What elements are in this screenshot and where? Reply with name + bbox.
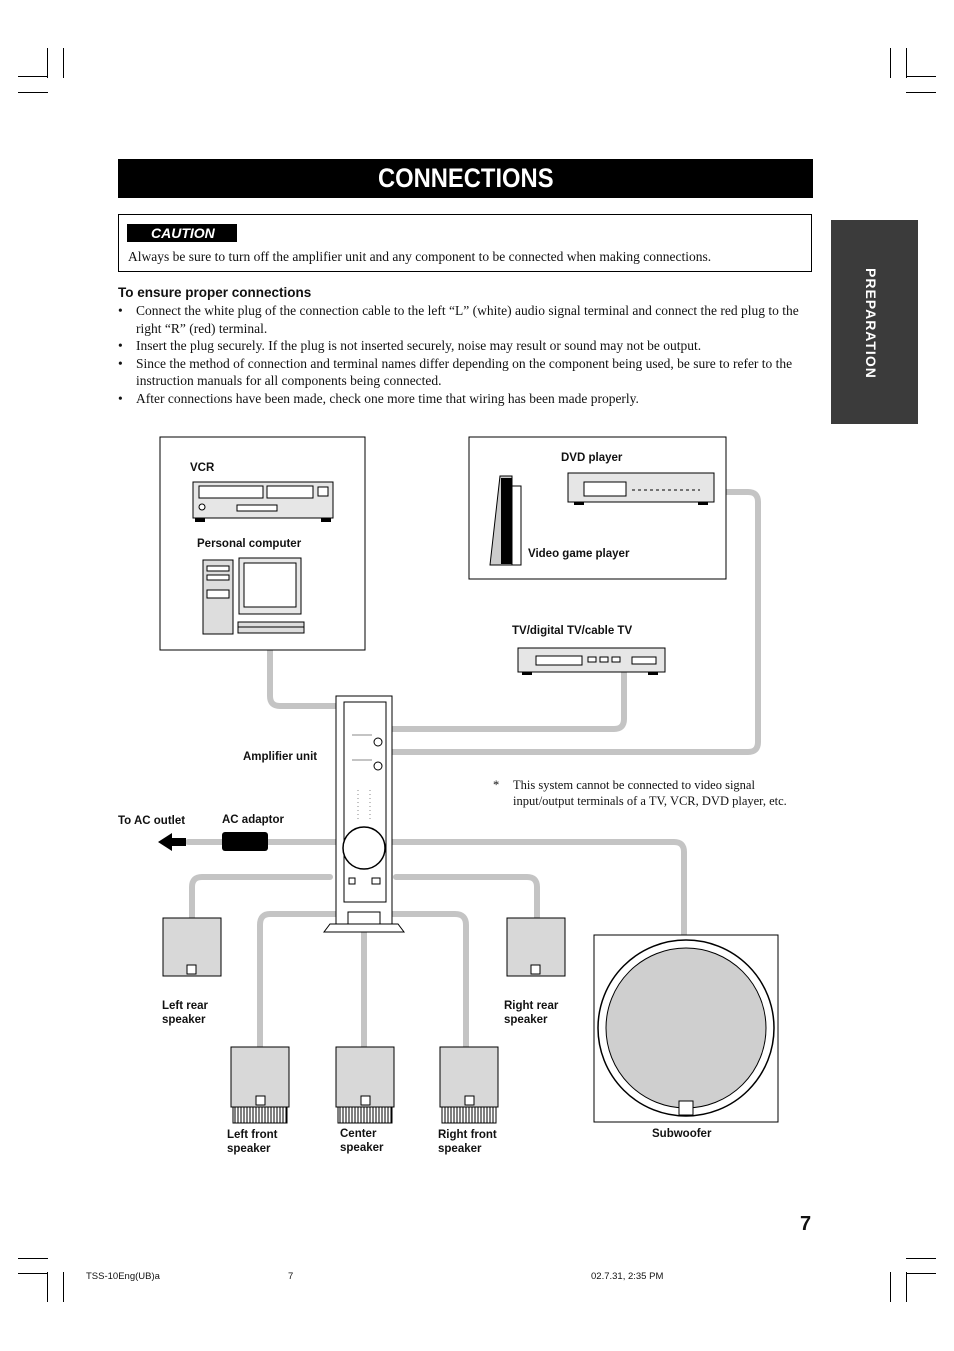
bullet-item: After connections have been made, check … bbox=[118, 390, 818, 408]
bullet-item: Connect the white plug of the connection… bbox=[118, 302, 818, 337]
ac-adaptor-label: AC adaptor bbox=[222, 814, 284, 826]
footer-middle: 7 bbox=[288, 1271, 294, 1282]
tv-label: TV/digital TV/cable TV bbox=[512, 625, 633, 637]
footer-left: TSS-10Eng(UB)a bbox=[86, 1271, 160, 1282]
left-rear-label: Left rear speaker bbox=[162, 1000, 209, 1026]
side-tab-label: PREPARATION bbox=[863, 268, 879, 379]
ac-outlet-label: To AC outlet bbox=[118, 815, 186, 827]
caution-label: CAUTION bbox=[127, 224, 237, 242]
footer-right: 02.7.31, 2:35 PM bbox=[591, 1271, 664, 1282]
personal-computer-icon bbox=[202, 557, 305, 635]
cable-subwoofer bbox=[389, 839, 687, 937]
section-side-tab: PREPARATION bbox=[831, 220, 918, 424]
crop-mark bbox=[906, 76, 936, 77]
footnote: This system cannot be connected to video… bbox=[493, 777, 813, 809]
amp-label: Amplifier unit bbox=[243, 751, 318, 763]
cable-front bbox=[257, 911, 469, 1050]
caution-text: Always be sure to turn off the amplifier… bbox=[128, 249, 712, 264]
crop-mark bbox=[63, 48, 64, 78]
caution-box: CAUTION Always be sure to turn off the a… bbox=[118, 214, 812, 272]
left-rear-speaker-icon bbox=[162, 917, 222, 977]
crop-mark bbox=[906, 92, 936, 93]
right-front-label: Right front speaker bbox=[438, 1129, 497, 1155]
crop-mark bbox=[18, 1258, 48, 1259]
left-front-speaker-icon bbox=[230, 1046, 290, 1124]
crop-mark bbox=[18, 76, 48, 77]
vcr-icon bbox=[192, 481, 334, 522]
section-heading: To ensure proper connections bbox=[118, 285, 312, 300]
subwoofer-label: Subwoofer bbox=[652, 1128, 712, 1140]
dvd-player-icon bbox=[567, 472, 715, 505]
crop-mark bbox=[63, 1272, 64, 1302]
crop-mark bbox=[47, 1272, 48, 1302]
center-speaker-icon bbox=[335, 1046, 395, 1124]
bullet-list: Connect the white plug of the connection… bbox=[118, 302, 818, 408]
dvd-label: DVD player bbox=[561, 452, 623, 464]
bullet-item: Insert the plug securely. If the plug is… bbox=[118, 337, 818, 355]
vcr-label: VCR bbox=[190, 462, 215, 474]
crop-mark bbox=[906, 1273, 936, 1274]
cable-rear bbox=[189, 874, 540, 923]
pc-label: Personal computer bbox=[197, 538, 302, 550]
center-label: Center speaker bbox=[340, 1128, 384, 1154]
subwoofer-icon bbox=[593, 934, 779, 1123]
bullet-item: Since the method of connection and termi… bbox=[118, 355, 818, 390]
crop-mark bbox=[18, 92, 48, 93]
ac-outlet-arrow-icon bbox=[158, 833, 186, 851]
page-title: CONNECTIONS bbox=[377, 163, 554, 193]
video-game-player-icon bbox=[489, 475, 522, 566]
right-front-speaker-icon bbox=[439, 1046, 499, 1124]
crop-mark bbox=[18, 1273, 48, 1274]
cable-pc-amp bbox=[267, 647, 339, 709]
crop-mark bbox=[906, 1272, 907, 1302]
page-number: 7 bbox=[800, 1213, 812, 1235]
right-rear-speaker-icon bbox=[506, 917, 566, 977]
left-front-label: Left front speaker bbox=[227, 1129, 278, 1155]
crop-mark bbox=[890, 48, 891, 78]
amplifier-unit-icon bbox=[323, 695, 405, 933]
cable-tv-amp bbox=[389, 670, 627, 732]
crop-mark bbox=[906, 48, 907, 78]
tv-tuner-icon bbox=[517, 647, 666, 675]
game-label: Video game player bbox=[528, 548, 630, 560]
cable-dvd-amp bbox=[389, 489, 761, 755]
crop-mark bbox=[890, 1272, 891, 1302]
page-title-bar: CONNECTIONS bbox=[118, 159, 813, 198]
ac-adaptor-icon bbox=[222, 832, 268, 851]
right-rear-label: Right rear speaker bbox=[504, 1000, 559, 1026]
crop-mark bbox=[906, 1258, 936, 1259]
crop-mark bbox=[47, 48, 48, 78]
